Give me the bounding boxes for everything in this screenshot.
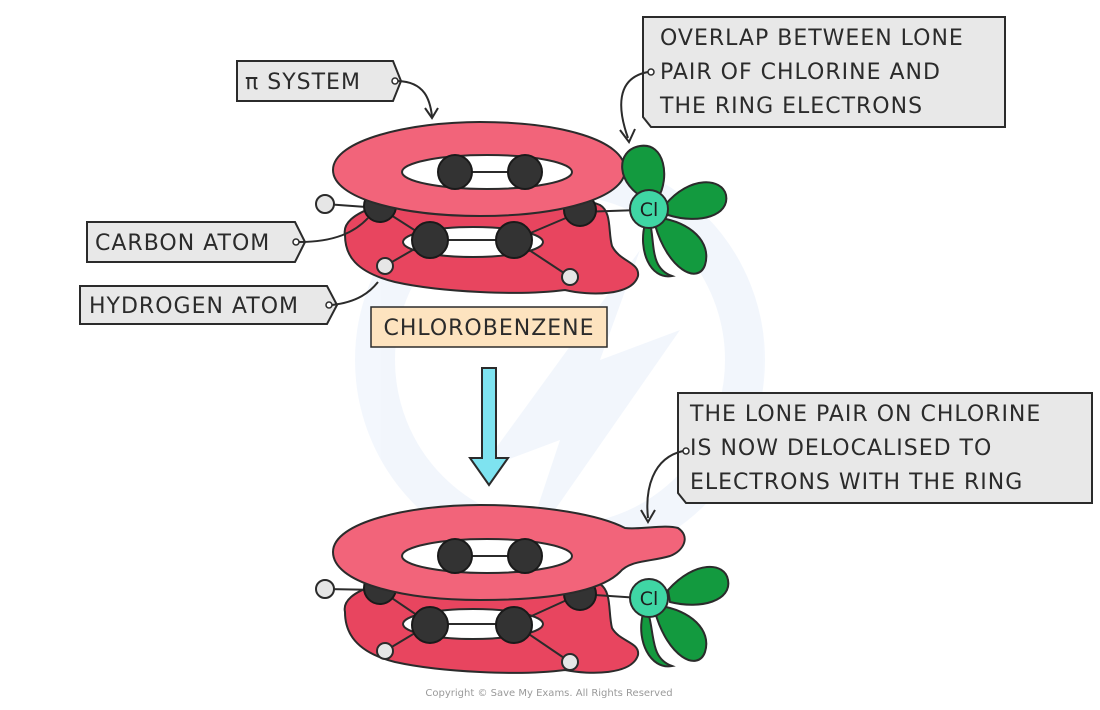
carbon-atom bbox=[507, 538, 543, 574]
overlap-line-2: PAIR OF CHLORINE AND bbox=[660, 60, 941, 85]
hydrogen-atom bbox=[376, 257, 394, 275]
carbon-atom bbox=[437, 538, 473, 574]
carbon-atom bbox=[411, 606, 449, 644]
delocalised-line-2: IS NOW DELOCALISED TO bbox=[690, 436, 992, 461]
chlorine-symbol: Cl bbox=[640, 199, 659, 221]
chlorine-atom bbox=[629, 578, 669, 618]
pi-system-label: π SYSTEM bbox=[245, 70, 361, 95]
carbon-atom bbox=[495, 221, 533, 259]
molecule-after: Cl bbox=[315, 503, 730, 674]
hydrogen-atom bbox=[561, 268, 579, 286]
overlap-line-3: THE RING ELECTRONS bbox=[659, 94, 923, 119]
molecule-before: Cl bbox=[315, 120, 728, 295]
carbon-atom bbox=[507, 154, 543, 190]
overlap-line-1: OVERLAP BETWEEN LONE bbox=[660, 26, 964, 51]
copyright-notice: Copyright © Save My Exams. All Rights Re… bbox=[425, 688, 672, 699]
chlorine-lone-pair-lobes bbox=[640, 566, 730, 668]
chlorine-atom bbox=[629, 189, 669, 229]
hydrogen-atom bbox=[315, 579, 335, 599]
delocalised-callout: THE LONE PAIR ON CHLORINE IS NOW DELOCAL… bbox=[640, 392, 1093, 524]
carbon-atom bbox=[437, 154, 473, 190]
compound-label: CHLOROBENZENE bbox=[383, 316, 594, 341]
hydrogen-atom bbox=[561, 653, 579, 671]
transition-arrow bbox=[468, 367, 510, 487]
carbon-atom bbox=[411, 221, 449, 259]
carbon-atom bbox=[495, 606, 533, 644]
hydrogen-atom bbox=[315, 194, 335, 214]
carbon-atom-callout: CARBON ATOM bbox=[86, 217, 369, 263]
delocalised-line-1: THE LONE PAIR ON CHLORINE bbox=[689, 402, 1041, 427]
hydrogen-atom bbox=[376, 642, 394, 660]
carbon-atom-label: CARBON ATOM bbox=[95, 231, 270, 256]
hydrogen-atom-label: HYDROGEN ATOM bbox=[89, 294, 299, 319]
pi-system-callout: π SYSTEM bbox=[236, 60, 439, 120]
chlorine-symbol: Cl bbox=[640, 588, 659, 610]
delocalised-line-3: ELECTRONS WITH THE RING bbox=[690, 470, 1023, 495]
hydrogen-atom-callout: HYDROGEN ATOM bbox=[79, 281, 379, 325]
chlorine-lone-pair-lobes bbox=[621, 144, 728, 278]
compound-name-box: CHLOROBENZENE bbox=[370, 306, 608, 348]
overlap-callout: OVERLAP BETWEEN LONE PAIR OF CHLORINE AN… bbox=[619, 16, 1006, 144]
